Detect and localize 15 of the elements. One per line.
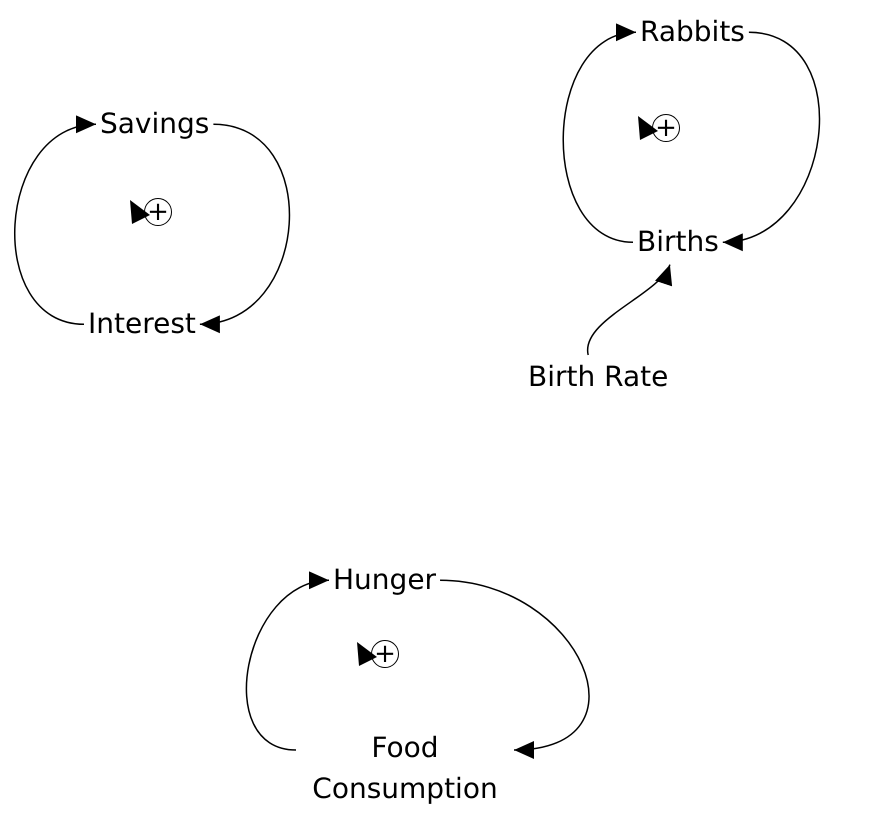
causal-arrow — [14, 118, 96, 326]
causal-arrow — [440, 580, 589, 757]
causal-arrow — [246, 574, 330, 751]
loop-polarity-sign: + — [371, 640, 399, 668]
causal-arrow — [200, 124, 290, 330]
loop-polarity-sign: + — [144, 198, 172, 226]
variable-label: Food Consumption — [311, 730, 499, 807]
variable-label: Interest — [88, 306, 196, 342]
causal-arrow — [587, 264, 671, 356]
variable-label: Birth Rate — [528, 359, 668, 395]
variable-label: Births — [637, 224, 719, 260]
variable-label: Savings — [100, 106, 210, 142]
variable-label: Rabbits — [640, 14, 745, 50]
loop-polarity-sign: + — [652, 114, 680, 142]
variable-label: Hunger — [333, 562, 436, 598]
